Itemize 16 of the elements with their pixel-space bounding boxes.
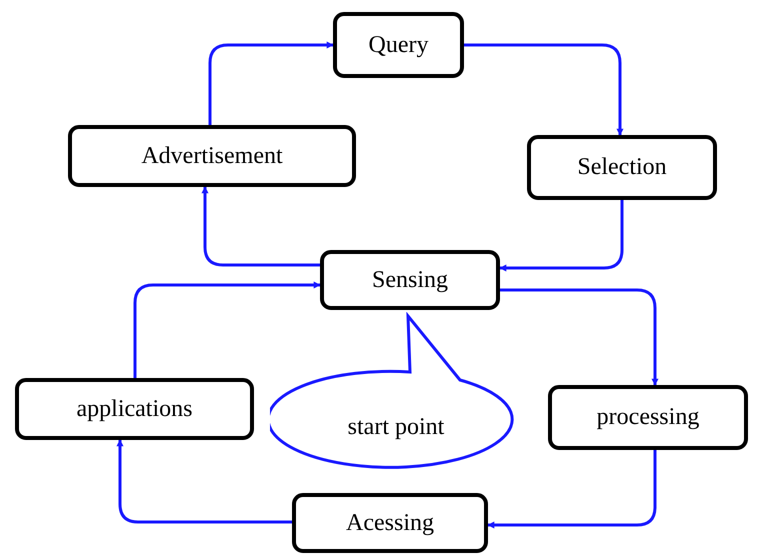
process-box: processing xyxy=(548,385,748,450)
process-box: Acessing xyxy=(292,493,488,553)
arrow xyxy=(208,42,334,125)
arrow xyxy=(487,450,656,528)
arrow xyxy=(499,200,624,272)
arrow xyxy=(116,439,292,524)
process-box: Sensing xyxy=(320,250,500,310)
process-box: Advertisement xyxy=(68,125,356,187)
process-box: Selection xyxy=(527,135,717,200)
arrow xyxy=(464,44,624,136)
arrow xyxy=(202,186,320,266)
arrow xyxy=(500,288,658,386)
process-box: applications xyxy=(15,378,254,440)
arrow xyxy=(134,282,321,378)
process-box: Query xyxy=(333,12,464,78)
callout-text: start point xyxy=(346,412,446,442)
